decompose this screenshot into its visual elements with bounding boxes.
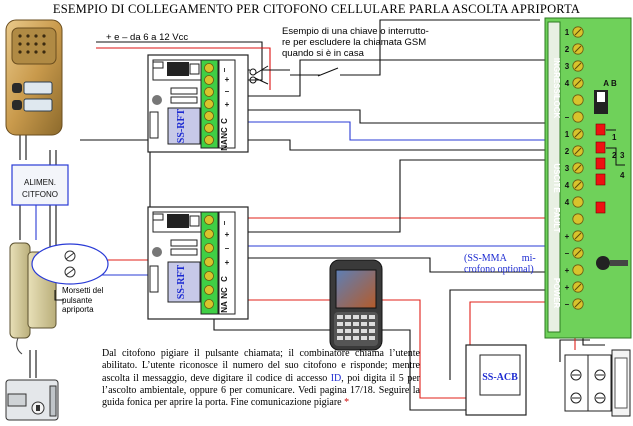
svg-text:4: 4: [565, 79, 570, 88]
svg-text:NC: NC: [220, 287, 229, 299]
mma-note: (SS-MMA mi- crofono optional): [464, 253, 536, 275]
svg-text:3: 3: [620, 151, 625, 160]
svg-text:4: 4: [565, 181, 570, 190]
module-1: SS-RFT – + – + C NC NA: [147, 54, 249, 153]
svg-text:–: –: [565, 300, 570, 309]
svg-text:–: –: [225, 87, 230, 96]
alimen-line2: CITFONO: [22, 190, 58, 199]
svg-text:+: +: [565, 266, 570, 275]
switch-ab-label: A B: [603, 79, 617, 88]
morsetti-note: Morsetti del pulsante apriporta: [62, 286, 104, 314]
door-panel: [5, 19, 63, 136]
module-2: SS-RFT – + – + C NC NA: [147, 206, 249, 320]
power-label: + e – da 6 a 12 Vcc: [106, 32, 189, 43]
svg-text:–: –: [220, 220, 229, 225]
svg-text:NA: NA: [220, 301, 229, 313]
star-key: *: [344, 397, 350, 409]
svg-text:4: 4: [565, 198, 570, 207]
id-code: ID: [330, 372, 342, 384]
svg-text:+: +: [225, 100, 230, 109]
svg-text:–: –: [225, 244, 230, 253]
svg-text:1: 1: [565, 28, 570, 37]
svg-text:–: –: [565, 249, 570, 258]
svg-text:+: +: [225, 258, 230, 267]
door-lock: [5, 379, 59, 421]
svg-text:2: 2: [565, 147, 570, 156]
ss-acb-module: SS-ACB: [465, 344, 527, 416]
svg-text:+: +: [565, 232, 570, 241]
intercom-power-supply: ALIMEN. CITFONO: [11, 164, 69, 206]
svg-text:3: 3: [565, 62, 570, 71]
panel-label-power: POWER: [552, 278, 561, 308]
svg-text:–: –: [565, 113, 570, 122]
alimen-line1: ALIMEN.: [24, 178, 56, 187]
svg-text:3: 3: [565, 164, 570, 173]
svg-text:2: 2: [565, 45, 570, 54]
svg-text:C: C: [220, 276, 229, 282]
svg-text:+: +: [225, 75, 230, 84]
svg-text:2: 2: [612, 151, 617, 160]
ss-acb-label: SS-ACB: [482, 372, 518, 383]
svg-text:1: 1: [565, 130, 570, 139]
panel-label-fault: FAULT: [552, 207, 561, 232]
svg-text:+: +: [225, 230, 230, 239]
key-switch-symbol: [249, 65, 339, 85]
module-1-label: SS-RFT: [176, 108, 187, 143]
svg-text:1: 1: [612, 133, 617, 142]
door-release-terminals: [31, 243, 109, 301]
svg-text:+: +: [565, 283, 570, 292]
panel-label-ingressi: INGRESSI: [552, 58, 561, 96]
module-2-label: SS-RFT: [176, 264, 187, 299]
panel-label-lock: LOCK: [552, 96, 561, 119]
svg-text:4: 4: [620, 171, 625, 180]
panel-label-uscite: USCITE: [552, 163, 561, 193]
key-note: Esempio di una chiave o interrutto- re p…: [282, 26, 429, 59]
page-title: ESEMPIO DI COLLEGAMENTO PER CITOFONO CEL…: [52, 2, 581, 16]
svg-text:–: –: [220, 67, 229, 72]
smartphone-image: [329, 259, 383, 351]
svg-text:NC: NC: [220, 127, 229, 139]
svg-text:NA: NA: [220, 139, 229, 151]
gsm-dialer-panel: INGRESSI LOCK USCITE FAULT POWER 1 2 3 4…: [544, 17, 632, 339]
instructions-text: Dal citofono pigiare il pulsante chiamat…: [102, 348, 420, 409]
svg-text:C: C: [220, 118, 229, 124]
